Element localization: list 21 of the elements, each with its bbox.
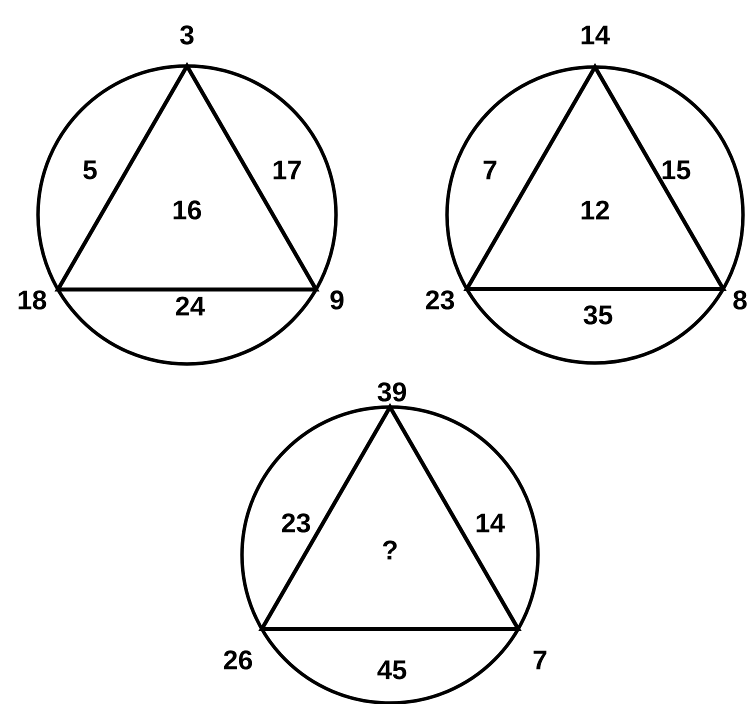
center-number: ? <box>383 540 397 560</box>
center-number: 12 <box>582 200 609 220</box>
side-number: 14 <box>476 514 505 532</box>
vertex-number: 14 <box>582 26 610 44</box>
side-number: 45 <box>377 660 406 680</box>
side-number: 7 <box>484 160 496 180</box>
vertex-number: 3 <box>180 25 194 45</box>
side-number: 35 <box>584 305 612 325</box>
side-number: 23 <box>282 513 310 533</box>
vertex-number: 23 <box>426 290 454 310</box>
side-number: 15 <box>662 160 690 180</box>
vertex-number: 26 <box>224 650 252 670</box>
vertex-number: 39 <box>378 382 406 402</box>
side-number: 24 <box>176 296 205 316</box>
vertex-number: 8 <box>733 290 747 310</box>
side-number: 17 <box>274 160 301 180</box>
vertex-number: 9 <box>330 290 344 310</box>
center-number: 16 <box>174 200 202 220</box>
vertex-number: 18 <box>18 290 46 310</box>
side-number: 5 <box>83 160 97 180</box>
vertex-number: 7 <box>534 650 546 670</box>
